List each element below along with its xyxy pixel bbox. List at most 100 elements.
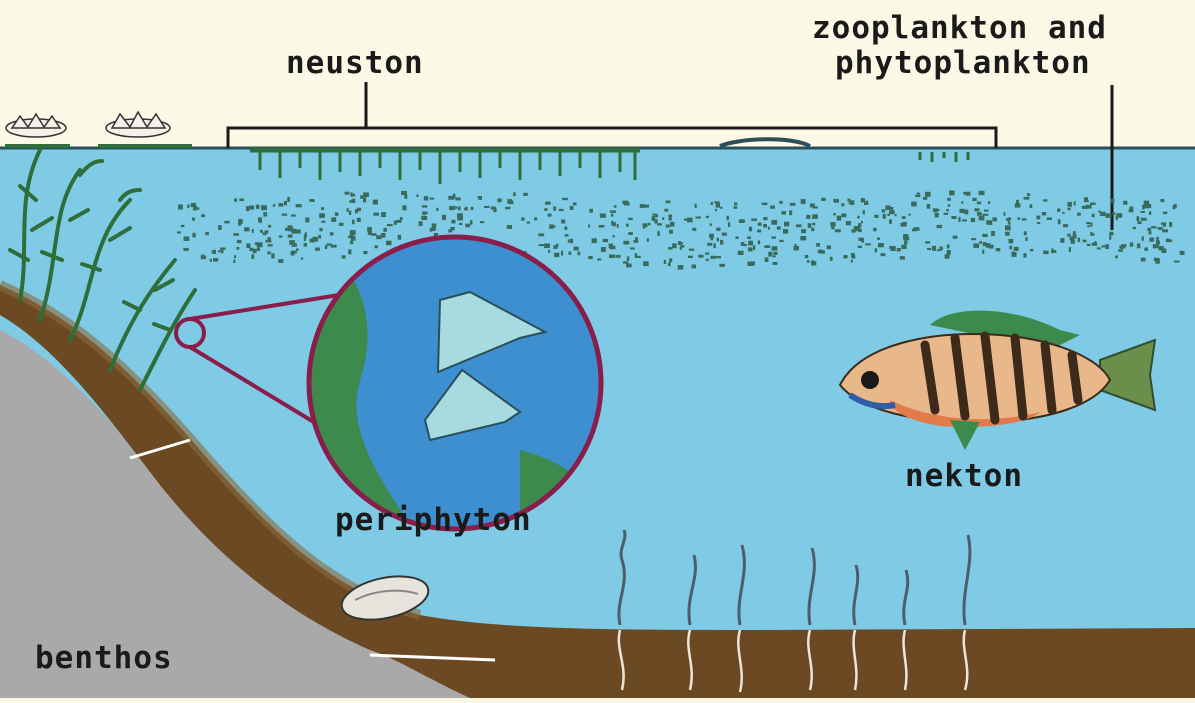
plankton-particle	[991, 231, 995, 236]
plankton-particle	[335, 212, 339, 216]
plankton-particle	[849, 202, 852, 204]
plankton-particle	[973, 243, 979, 248]
plankton-particle	[1149, 211, 1151, 215]
plankton-particle	[657, 223, 662, 225]
plankton-particle	[187, 205, 189, 209]
plankton-particle	[670, 222, 674, 227]
plankton-particle	[429, 198, 434, 200]
plankton-particle	[1161, 199, 1165, 202]
plankton-particle	[628, 232, 633, 235]
plankton-particle	[1163, 212, 1167, 215]
plankton-particle	[292, 251, 297, 254]
plankton-particle	[373, 200, 378, 205]
neuston-label: neuston	[286, 45, 424, 81]
plankton-particle	[352, 220, 355, 225]
plankton-particle	[313, 237, 316, 242]
plankton-particle	[383, 228, 387, 232]
plankton-particle	[597, 258, 601, 260]
plankton-particle	[1133, 227, 1136, 229]
plankton-particle	[455, 197, 460, 200]
plankton-particle	[1024, 253, 1027, 258]
plankton-particle	[205, 232, 209, 235]
plankton-particle	[457, 216, 463, 221]
plankton-particle	[375, 245, 378, 248]
plankton-particle	[812, 214, 818, 219]
plankton-particle	[1141, 218, 1147, 221]
plankton-particle	[962, 219, 967, 221]
plankton-particle	[1173, 205, 1176, 209]
plankton-particle	[1087, 225, 1090, 227]
plankton-particle	[765, 257, 769, 262]
plankton-particle	[220, 248, 226, 250]
plankton-particle	[565, 226, 568, 230]
plankton-particle	[936, 209, 939, 211]
plankton-particle	[647, 238, 649, 242]
plankton-particle	[623, 261, 628, 263]
plankton-particle	[889, 211, 895, 215]
plankton-particle	[988, 201, 990, 204]
plankton-particle	[342, 255, 346, 258]
plankton-particle	[827, 245, 831, 249]
plankton-particle	[692, 228, 696, 231]
plankton-particle	[935, 213, 939, 218]
plankton-particle	[350, 241, 353, 245]
plankton-particle	[1144, 201, 1149, 205]
plankton-particle	[736, 236, 739, 239]
plankton-particle	[611, 221, 613, 226]
plankton-particle	[1057, 209, 1060, 212]
plankton-particle	[648, 223, 651, 226]
plankton-particle	[1003, 212, 1005, 216]
plankton-particle	[710, 256, 716, 259]
plankton-particle	[360, 195, 363, 199]
plankton-particle	[534, 217, 537, 220]
plankton-particle	[184, 237, 190, 242]
plankton-particle	[984, 210, 989, 212]
plankton-particle	[915, 195, 920, 197]
plankton-particle	[873, 228, 877, 232]
plankton-particle	[719, 264, 725, 267]
plankton-particle	[1086, 205, 1092, 209]
plankton-particle	[1137, 243, 1141, 248]
plankton-particle	[1077, 213, 1081, 216]
plankton-particle	[711, 202, 713, 205]
plankton-particle	[250, 248, 254, 251]
plankton-particle	[234, 255, 236, 258]
plankton-particle	[627, 256, 630, 261]
plankton-particle	[1086, 200, 1089, 202]
plankton-particle	[588, 225, 590, 228]
plankton-particle	[233, 260, 235, 263]
plankton-particle	[350, 192, 352, 196]
plankton-particle	[951, 216, 956, 219]
plankton-particle	[1097, 247, 1101, 249]
plankton-particle	[643, 261, 649, 266]
plankton-particle	[764, 245, 770, 248]
plankton-particle	[218, 250, 221, 252]
plankton-particle	[757, 230, 761, 233]
plankton-particle	[716, 228, 720, 231]
plankton-particle	[1074, 201, 1076, 205]
plankton-particle	[953, 236, 958, 239]
plankton-particle	[1130, 242, 1133, 246]
plankton-particle	[325, 245, 327, 249]
plankton-particle	[339, 223, 344, 226]
plankton-particle	[971, 218, 975, 222]
plankton-particle	[368, 231, 372, 235]
plankton-particle	[1090, 203, 1096, 206]
plankton-particle	[1025, 237, 1027, 241]
plankton-particle	[672, 243, 677, 248]
plankton-particle	[305, 217, 309, 222]
plankton-particle	[837, 216, 842, 221]
plankton-particle	[1123, 201, 1127, 205]
plankton-particle	[177, 231, 181, 233]
plankton-particle	[1162, 229, 1168, 232]
plankton-particle	[601, 247, 606, 252]
plankton-particle	[363, 192, 369, 197]
plankton-particle	[401, 191, 407, 195]
plankton-particle	[875, 248, 877, 252]
plankton-particle	[1043, 251, 1048, 255]
plankton-particle	[831, 226, 834, 230]
plankton-particle	[668, 247, 672, 250]
plankton-particle	[1180, 251, 1185, 255]
plankton-particle	[251, 254, 254, 259]
plankton-particle	[284, 201, 287, 206]
